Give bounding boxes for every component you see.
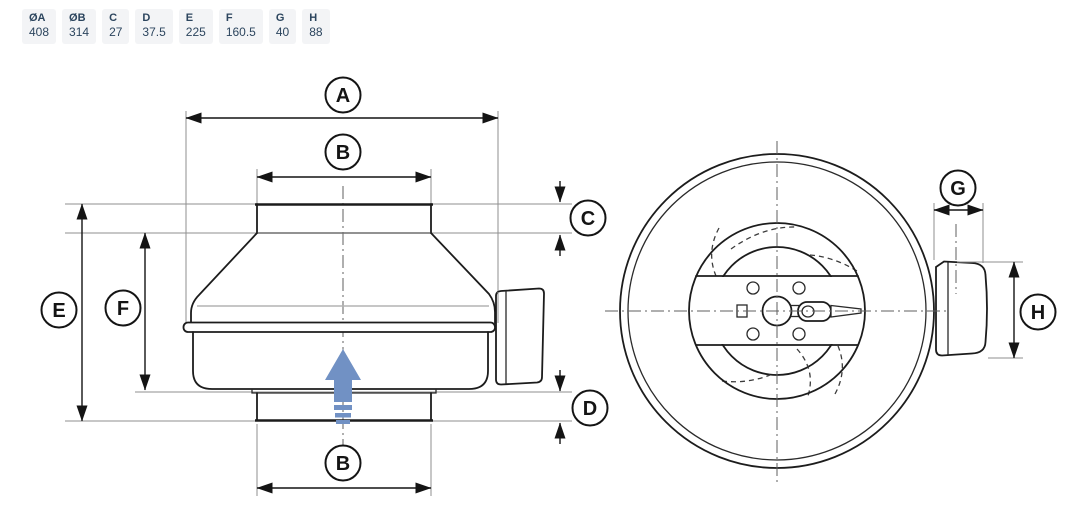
dim-label: G xyxy=(950,178,966,200)
clamp-band xyxy=(182,321,496,333)
dim-c: C xyxy=(554,181,607,256)
dim-label-circle xyxy=(40,291,78,329)
dim-label: B xyxy=(336,453,350,475)
dim-chip-value: 37.5 xyxy=(142,25,166,39)
dim-label: H xyxy=(1031,302,1045,324)
dim-chip-b: ØB 314 xyxy=(62,9,97,44)
dim-chip-value: 88 xyxy=(309,25,323,39)
dim-label: A xyxy=(336,85,350,107)
dim-label-circle xyxy=(1019,293,1057,331)
airflow-arrow xyxy=(325,349,361,424)
dim-b-bottom: B xyxy=(256,444,432,494)
dim-chip-a: ØA 408 xyxy=(22,9,57,44)
dim-label: E xyxy=(52,300,65,322)
dim-a: A xyxy=(185,76,499,124)
dim-label-circle xyxy=(324,133,362,171)
dim-label: C xyxy=(581,208,595,230)
dim-chip-value: 40 xyxy=(275,25,290,39)
dim-label: F xyxy=(117,298,129,320)
dim-chip-label: G xyxy=(275,12,285,24)
dim-chip-value: 314 xyxy=(69,25,90,39)
dim-chip-e: E 225 xyxy=(178,9,213,44)
dim-e: E xyxy=(40,203,88,422)
dim-chip-label: ØB xyxy=(69,12,86,24)
dim-chip-value: 27 xyxy=(109,25,123,39)
side-view: A B E F xyxy=(40,76,609,496)
front-view: G H xyxy=(605,141,1057,484)
extension-lines xyxy=(65,111,572,496)
dim-chip-h: H 88 xyxy=(302,9,330,44)
dim-g: G xyxy=(933,169,984,263)
dim-chip-label: E xyxy=(185,12,194,24)
dim-chip-value: 225 xyxy=(185,25,206,39)
impeller-blades-hidden xyxy=(711,226,858,397)
dim-chip-label: F xyxy=(225,12,233,24)
dim-chip-value: 160.5 xyxy=(225,25,256,39)
dim-h: H xyxy=(957,261,1057,359)
dim-label: D xyxy=(583,398,597,420)
junction-box-side xyxy=(495,287,545,386)
dim-label-circle xyxy=(324,444,362,482)
junction-box-front xyxy=(935,260,988,357)
dim-label-circle xyxy=(939,169,977,207)
dim-chip-c: C 27 xyxy=(102,9,130,44)
screw xyxy=(792,327,806,341)
dim-label-circle xyxy=(104,289,142,327)
dim-b-top: B xyxy=(256,133,432,183)
dim-chip-f: F 160.5 xyxy=(218,9,263,44)
dim-chip-value: 408 xyxy=(29,25,50,39)
dim-chip-label: H xyxy=(309,12,318,24)
screw xyxy=(792,281,806,295)
dim-chip-g: G 40 xyxy=(268,9,297,44)
dim-f: F xyxy=(104,232,151,391)
dim-chip-label: ØA xyxy=(29,12,46,24)
dim-chip-label: D xyxy=(142,12,151,24)
dim-label: B xyxy=(336,142,350,164)
dim-label-circle xyxy=(324,76,362,114)
dim-chip-d: D 37.5 xyxy=(135,9,173,44)
dimension-table: ØA 408 ØB 314 C 27 D 37.5 E 225 F 160.5 … xyxy=(22,9,330,44)
screw xyxy=(746,281,760,295)
inlet-cone xyxy=(190,232,496,324)
dim-chip-label: C xyxy=(109,12,118,24)
dim-label-circle xyxy=(569,199,607,237)
top-spigot xyxy=(255,203,433,234)
dim-d: D xyxy=(554,370,609,444)
dim-label-circle xyxy=(571,389,609,427)
screw xyxy=(746,327,760,341)
